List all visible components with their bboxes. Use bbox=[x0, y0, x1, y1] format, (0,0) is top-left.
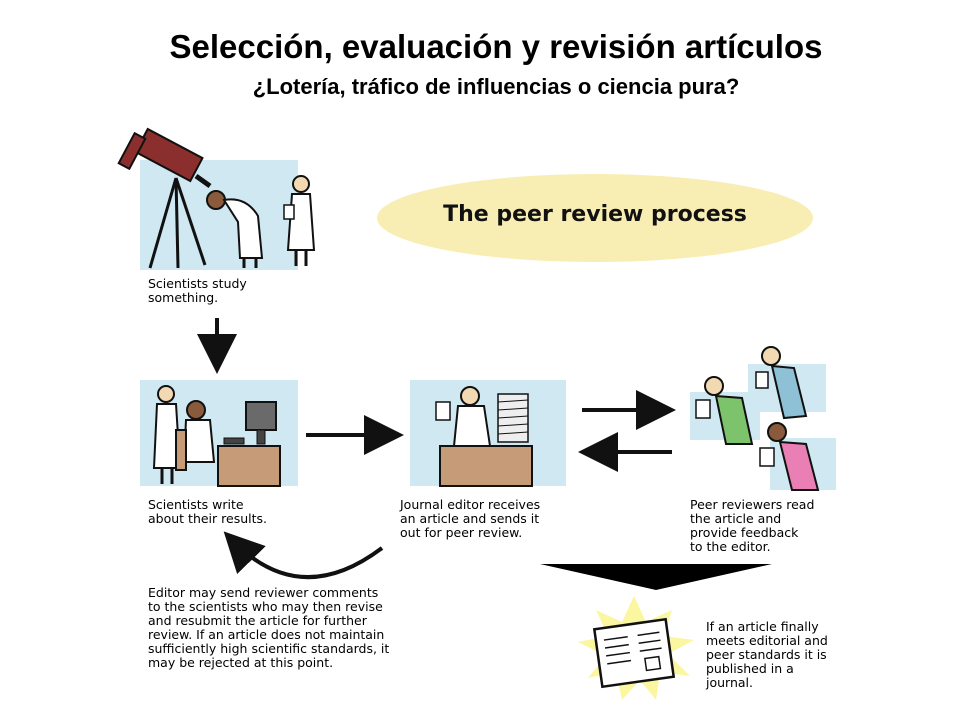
slide-title: Selección, evaluación y revisión artícul… bbox=[169, 28, 823, 65]
desk-icon bbox=[439, 445, 533, 487]
paper-stack-icon bbox=[497, 393, 529, 443]
slide-subtitle: ¿Lotería, tráfico de influencias o cienc… bbox=[252, 74, 740, 99]
caption-revise: Editor may send reviewer comments to the… bbox=[148, 585, 390, 670]
caption-editor: Journal editor receives an article and s… bbox=[400, 497, 541, 540]
scientist-icon bbox=[175, 400, 216, 471]
illustration-editor bbox=[410, 380, 566, 487]
caption-study: Scientists study something. bbox=[148, 276, 247, 305]
editor-icon bbox=[435, 386, 492, 447]
scientist-icon bbox=[283, 175, 316, 266]
scientist-icon bbox=[206, 190, 264, 268]
caption-write: Scientists write about their results. bbox=[148, 497, 267, 526]
publish-funnel bbox=[540, 564, 772, 590]
caption-publish: If an article finally meets editorial an… bbox=[706, 619, 828, 690]
caption-reviewers: Peer reviewers read the article and prov… bbox=[690, 497, 815, 554]
reviewer-icon bbox=[695, 376, 754, 445]
banner-ellipse bbox=[377, 174, 813, 262]
illustration-reviewers bbox=[690, 346, 836, 491]
illustration-study bbox=[117, 127, 316, 270]
panel-study bbox=[140, 160, 298, 270]
desk-icon bbox=[217, 445, 281, 487]
banner-title: The peer review process bbox=[443, 202, 747, 227]
illustration-publish bbox=[578, 596, 694, 700]
arrow-editor-to-scientists bbox=[223, 531, 384, 579]
illustration-write bbox=[140, 380, 298, 487]
telescope-icon bbox=[117, 127, 212, 269]
journal-icon bbox=[592, 617, 676, 689]
reviewer-icon bbox=[755, 346, 808, 420]
computer-icon bbox=[223, 401, 277, 445]
reviewer-icon bbox=[759, 422, 820, 491]
